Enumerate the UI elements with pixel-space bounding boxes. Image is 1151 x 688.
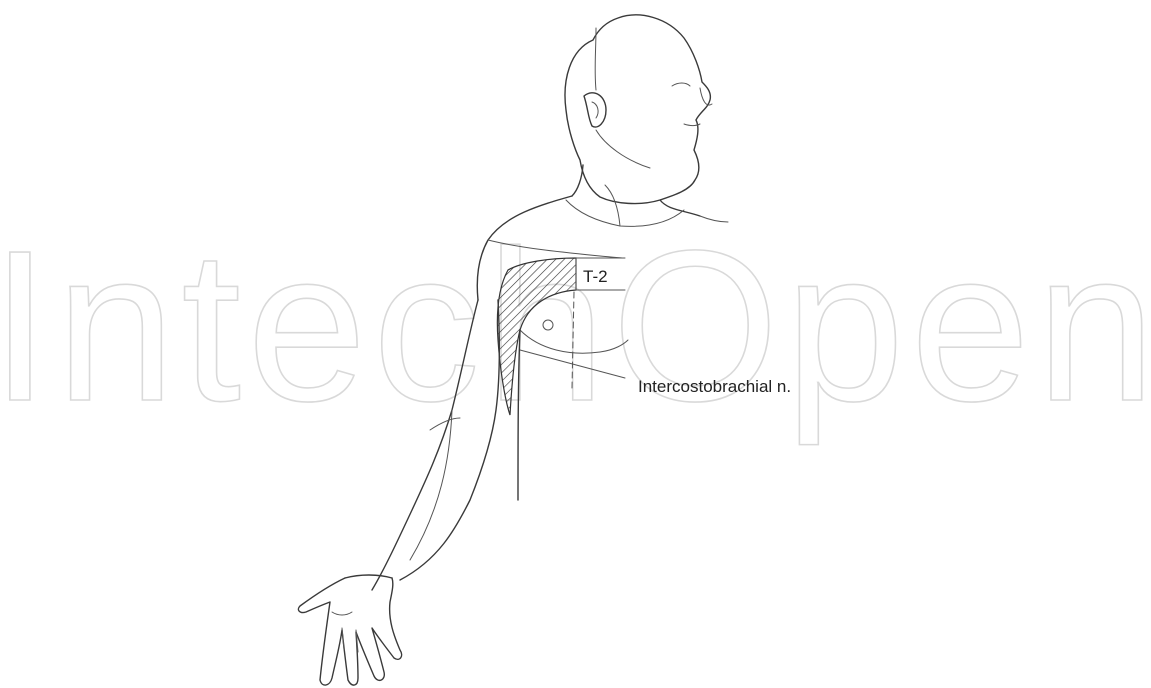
head-outline	[565, 15, 712, 204]
hand-outline	[298, 578, 401, 685]
watermark-text: IntechOpen	[0, 205, 1151, 446]
watermark-logo: IntechOpen	[0, 205, 1151, 446]
label-intercostobrachial: Intercostobrachial n.	[638, 377, 791, 396]
label-t2: T-2	[583, 267, 608, 286]
